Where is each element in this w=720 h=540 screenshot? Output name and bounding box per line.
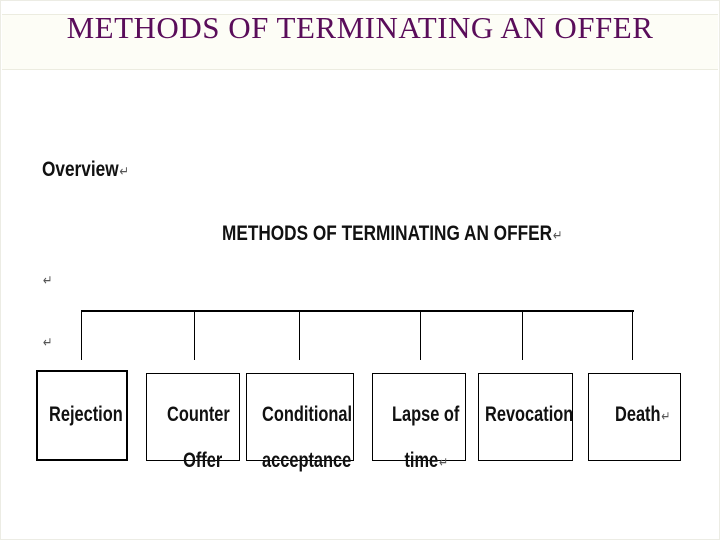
diagram-heading: METHODS OF TERMINATING AN OFFER↵ xyxy=(222,222,562,246)
label-line-1: Lapse of xyxy=(392,403,460,426)
paragraph-mark-icon: ↵ xyxy=(119,164,130,180)
label-death: Death↵ xyxy=(615,392,670,440)
label-line-2: Offer xyxy=(183,449,223,472)
box-rejection xyxy=(36,370,128,461)
empty-paragraph-mark: ↵ xyxy=(42,272,53,290)
label-conditional-acceptance: Conditional acceptance xyxy=(262,392,352,484)
overview-label: Overview↵ xyxy=(42,158,129,182)
overview-text: Overview xyxy=(42,158,119,181)
label-line-1: Rejection xyxy=(49,403,123,426)
title-band xyxy=(2,14,718,70)
connector-drop-5 xyxy=(522,310,523,360)
paragraph-mark-icon: ↵ xyxy=(438,455,449,471)
box-death xyxy=(588,373,681,461)
label-line-2: time xyxy=(404,449,439,472)
label-line-1: Revocation xyxy=(485,403,574,426)
label-revocation: Revocation xyxy=(485,392,573,438)
connector-horizontal xyxy=(81,310,634,312)
box-conditional-acceptance xyxy=(246,373,354,461)
paragraph-mark-icon: ↵ xyxy=(661,409,671,425)
connector-drop-3 xyxy=(299,310,300,360)
paragraph-mark-icon: ↵ xyxy=(42,273,53,289)
box-counter-offer xyxy=(146,373,240,461)
connector-drop-1 xyxy=(81,310,82,360)
connector-drop-2 xyxy=(194,310,195,360)
label-line-1: Conditional xyxy=(262,403,353,426)
paragraph-mark-icon: ↵ xyxy=(552,228,563,244)
slide-title: METHODS OF TERMINATING AN OFFER xyxy=(66,10,654,45)
box-revocation xyxy=(478,373,573,461)
connector-drop-4 xyxy=(420,310,421,360)
diagram-heading-text: METHODS OF TERMINATING AN OFFER xyxy=(222,222,553,245)
label-rejection: Rejection xyxy=(49,392,123,438)
empty-paragraph-mark: ↵ xyxy=(42,334,53,352)
box-lapse-of-time xyxy=(372,373,466,461)
label-line-1: Death xyxy=(615,403,661,426)
paragraph-mark-icon: ↵ xyxy=(42,335,53,351)
label-line-2: acceptance xyxy=(262,449,352,472)
connector-drop-6 xyxy=(632,310,633,360)
label-lapse-of-time: Lapse of time↵ xyxy=(392,392,459,486)
label-line-1: Counter xyxy=(167,403,230,426)
